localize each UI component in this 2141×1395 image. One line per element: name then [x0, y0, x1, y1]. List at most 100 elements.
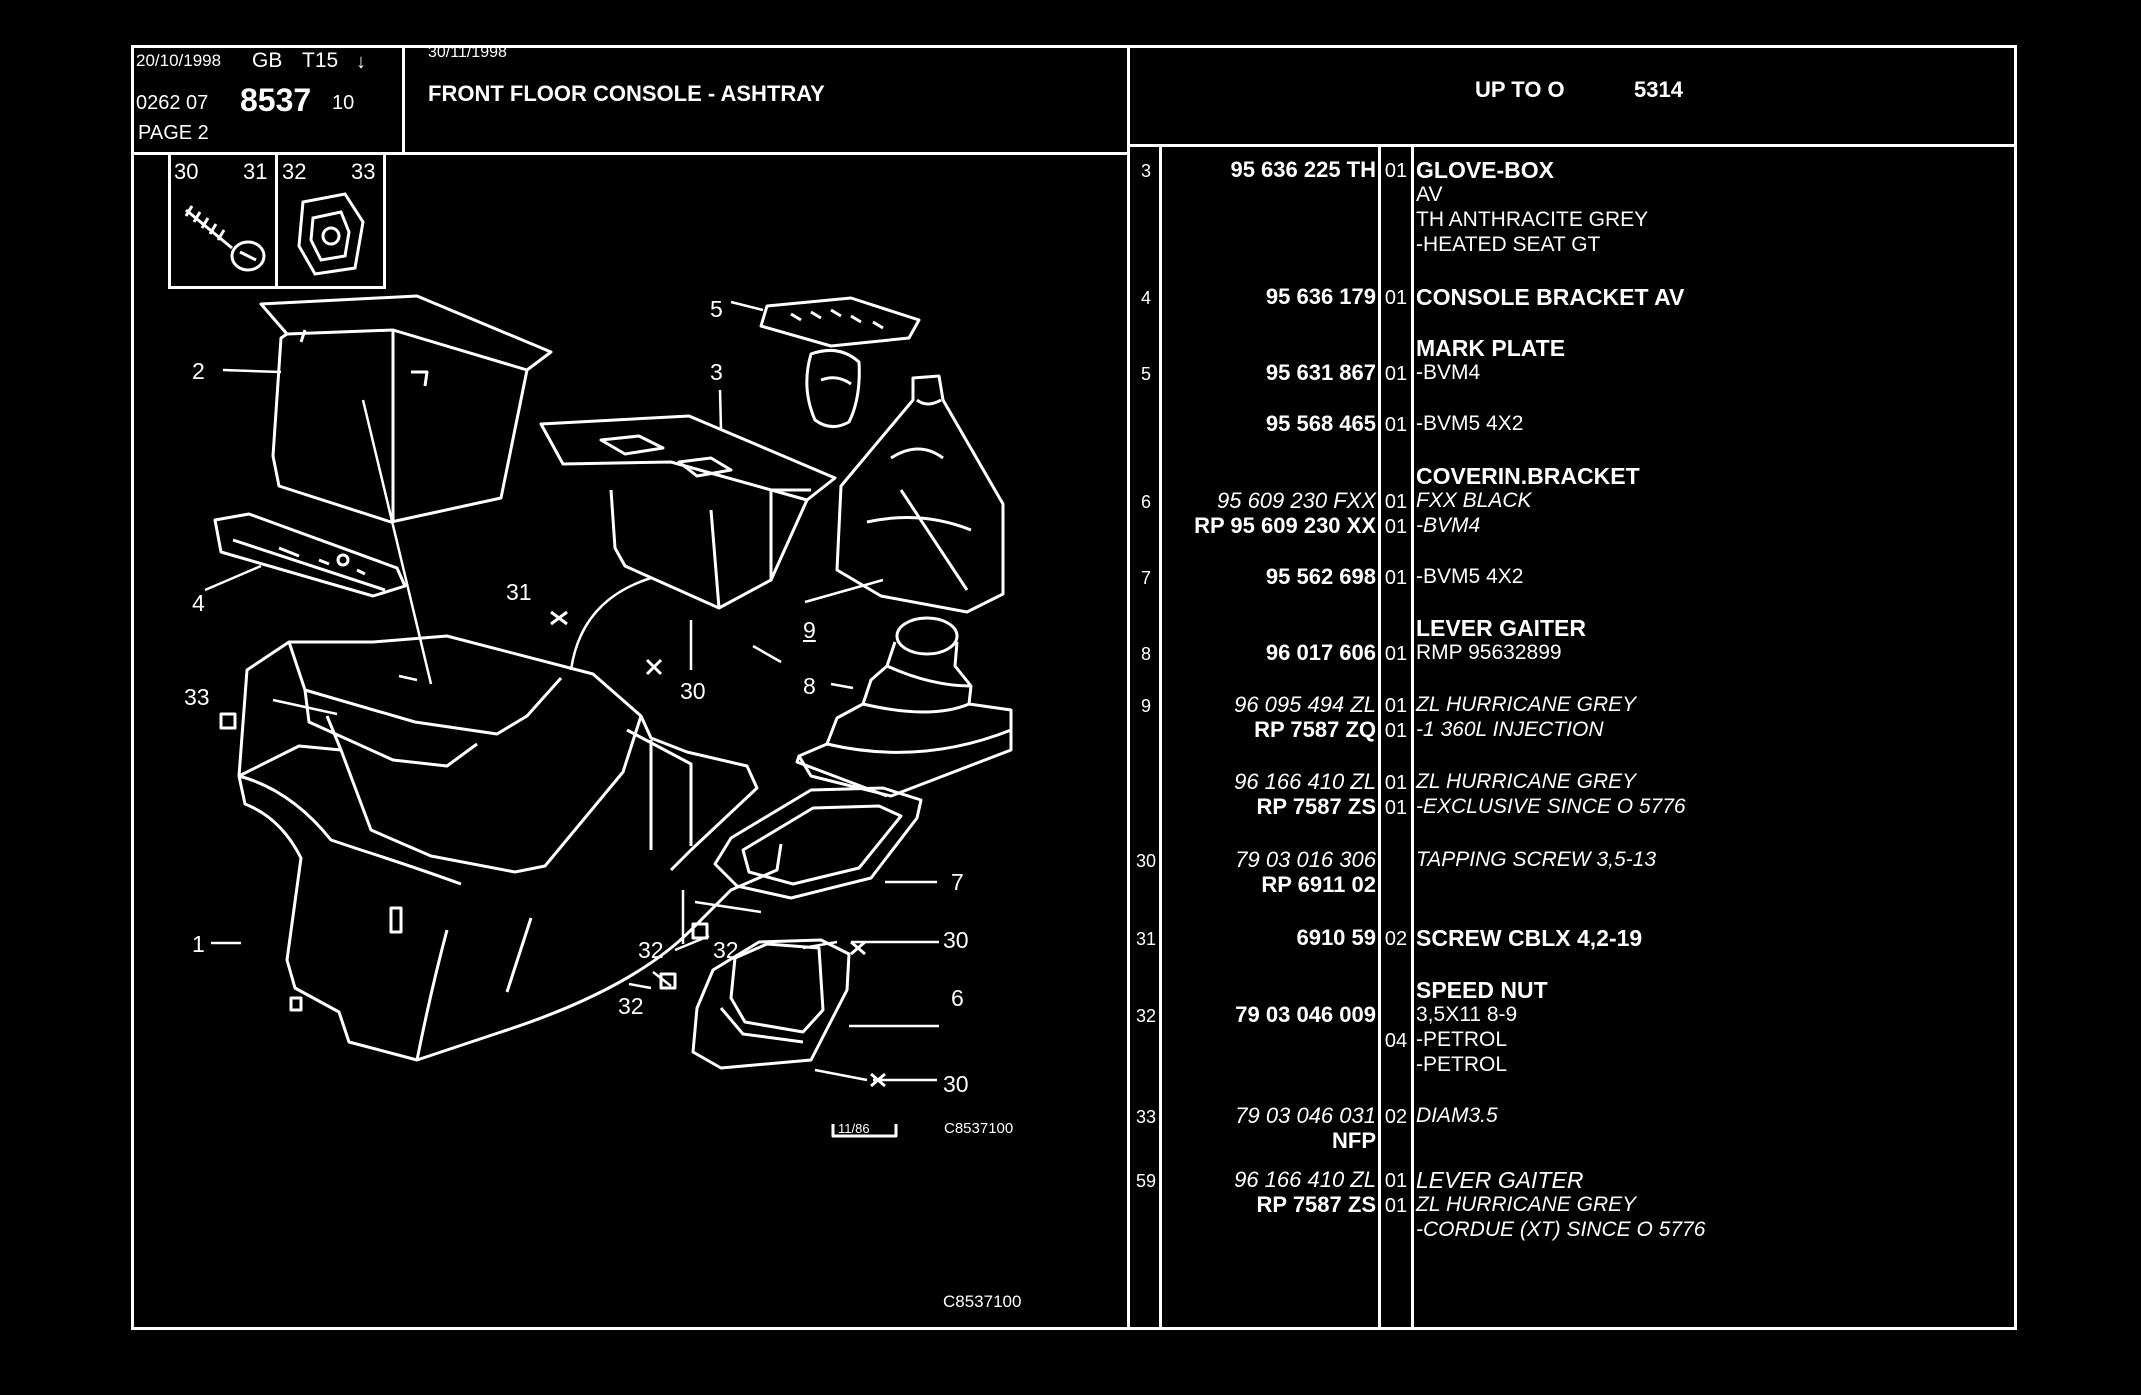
part-quantity: 01	[1384, 720, 1408, 742]
part-quantity: 02	[1384, 928, 1408, 950]
callout-7: 7	[951, 869, 964, 895]
part-ref: 8	[1140, 644, 1151, 664]
part-heading: SCREW CBLX 4,2-19	[1416, 925, 1643, 951]
bracket-cover-part	[691, 938, 851, 1070]
part-number: RP 7587 ZS	[1256, 1192, 1376, 1217]
part-quantity: 01	[1384, 695, 1408, 717]
part-description: -BVM4	[1416, 361, 1481, 384]
part-description: -BVM4	[1416, 514, 1481, 537]
part-description: -EXCLUSIVE SINCE O 5776	[1416, 795, 1686, 818]
part-description: FXX BLACK	[1416, 489, 1532, 512]
diagram-stamp: 11/86	[838, 1121, 870, 1136]
part-number: RP 6911 02	[1261, 872, 1376, 897]
part-ref: 31	[1135, 929, 1157, 949]
language-code: GB	[252, 49, 283, 72]
part-description: ZL HURRICANE GREY	[1416, 770, 1637, 793]
ashtray-insert-part	[539, 414, 837, 610]
thumb-label-30: 30	[174, 159, 199, 184]
part-description: -BVM5 4X2	[1416, 565, 1524, 588]
callout-8: 8	[803, 673, 816, 699]
thumb-label-33: 33	[351, 159, 376, 184]
page-title: FRONT FLOOR CONSOLE - ASHTRAY	[428, 81, 825, 106]
part-description: TAPPING SCREW 3,5-13	[1416, 848, 1657, 871]
callout-32a: 32	[638, 937, 664, 963]
part-quantity: 01	[1384, 287, 1408, 309]
part-description: 3,5X11 8-9	[1416, 1003, 1518, 1026]
part-heading: LEVER GAITER	[1416, 615, 1586, 641]
part-number: 79 03 016 306	[1235, 847, 1376, 872]
part-quantity: 01	[1384, 1195, 1408, 1217]
ref-main: 8537	[240, 82, 312, 118]
part-number: RP 95 609 230 XX	[1194, 513, 1376, 538]
part-description: ZL HURRICANE GREY	[1416, 1193, 1637, 1216]
lever-gaiter-part	[835, 374, 1005, 614]
validity-label: UP TO O	[1475, 77, 1565, 102]
main-console-part	[237, 634, 783, 1062]
callout-1: 1	[192, 931, 205, 957]
gear-boot-part	[795, 616, 1013, 798]
arrow-down-icon: ↓	[356, 51, 366, 73]
part-description: DIAM3.5	[1416, 1104, 1498, 1127]
part-quantity: 01	[1384, 643, 1408, 665]
part-number: 95 636 179	[1265, 284, 1376, 309]
part-ref: 33	[1135, 1107, 1157, 1127]
leader-lines	[204, 300, 939, 1082]
part-description: RMP 95632899	[1416, 641, 1562, 664]
exploded-parts-diagram	[204, 294, 1013, 1138]
part-quantity: 01	[1384, 567, 1408, 589]
part-ref: 5	[1140, 364, 1151, 384]
part-number: 79 03 046 031	[1235, 1103, 1376, 1128]
diagram-code-small: C8537100	[944, 1120, 1014, 1137]
part-quantity: 01	[1384, 491, 1408, 513]
part-description: -PETROL	[1416, 1053, 1508, 1076]
callout-30b: 30	[943, 927, 969, 953]
callout-32b: 32	[713, 937, 739, 963]
part-description: LEVER GAITER	[1416, 1167, 1584, 1193]
issue-date: 20/10/1998	[136, 51, 222, 70]
part-heading: CONSOLE BRACKET AV	[1416, 284, 1685, 310]
part-number: RP 7587 ZS	[1256, 794, 1376, 819]
callout-31: 31	[506, 579, 532, 605]
part-quantity: 01	[1384, 363, 1408, 385]
part-number: 79 03 046 009	[1235, 1002, 1376, 1027]
gear-knob-part	[805, 348, 861, 428]
part-ref: 59	[1135, 1171, 1157, 1191]
validity-number: 5314	[1634, 77, 1683, 102]
part-ref: 32	[1135, 1006, 1157, 1026]
part-quantity: 01	[1384, 1170, 1408, 1192]
fastener-marks	[219, 610, 886, 1088]
callout-30c: 30	[943, 1071, 969, 1097]
callout-32c: 32	[618, 993, 644, 1019]
callout-4: 4	[192, 590, 205, 616]
diagram-code-bottom: C8537100	[943, 1292, 1022, 1311]
part-number: 96 095 494 ZL	[1234, 692, 1376, 717]
callout-30a: 30	[680, 678, 706, 704]
speed-nut-icon	[297, 192, 365, 276]
part-quantity: 01	[1384, 797, 1408, 819]
screw-icon	[184, 205, 266, 272]
callout-9: 9	[803, 617, 816, 643]
part-description: -HEATED SEAT GT	[1416, 233, 1601, 256]
part-quantity: 01	[1384, 772, 1408, 794]
part-heading: MARK PLATE	[1416, 335, 1566, 361]
part-description: TH ANTHRACITE GREY	[1416, 208, 1649, 231]
part-number: 95 636 225 TH	[1230, 157, 1376, 182]
callout-3: 3	[710, 359, 723, 385]
catalogue-code: T15	[302, 49, 339, 72]
callout-5: 5	[710, 296, 723, 322]
part-quantity: 04	[1384, 1030, 1408, 1052]
part-description: -BVM5 4X2	[1416, 412, 1524, 435]
part-description: -CORDUE (XT) SINCE O 5776	[1416, 1218, 1706, 1241]
page-number: PAGE 2	[138, 122, 209, 144]
part-number: 95 631 867	[1265, 360, 1376, 385]
ref-suffix: 10	[332, 92, 355, 114]
part-ref: 4	[1140, 288, 1151, 308]
part-heading: GLOVE-BOX	[1416, 157, 1555, 183]
callout-33: 33	[184, 684, 210, 710]
part-number: RP 7587 ZQ	[1254, 717, 1376, 742]
part-ref: 7	[1140, 568, 1151, 588]
part-quantity: 01	[1384, 414, 1408, 436]
thumb-label-31: 31	[243, 159, 268, 184]
part-quantity: 01	[1384, 160, 1408, 182]
trim-frame-part	[713, 786, 923, 900]
